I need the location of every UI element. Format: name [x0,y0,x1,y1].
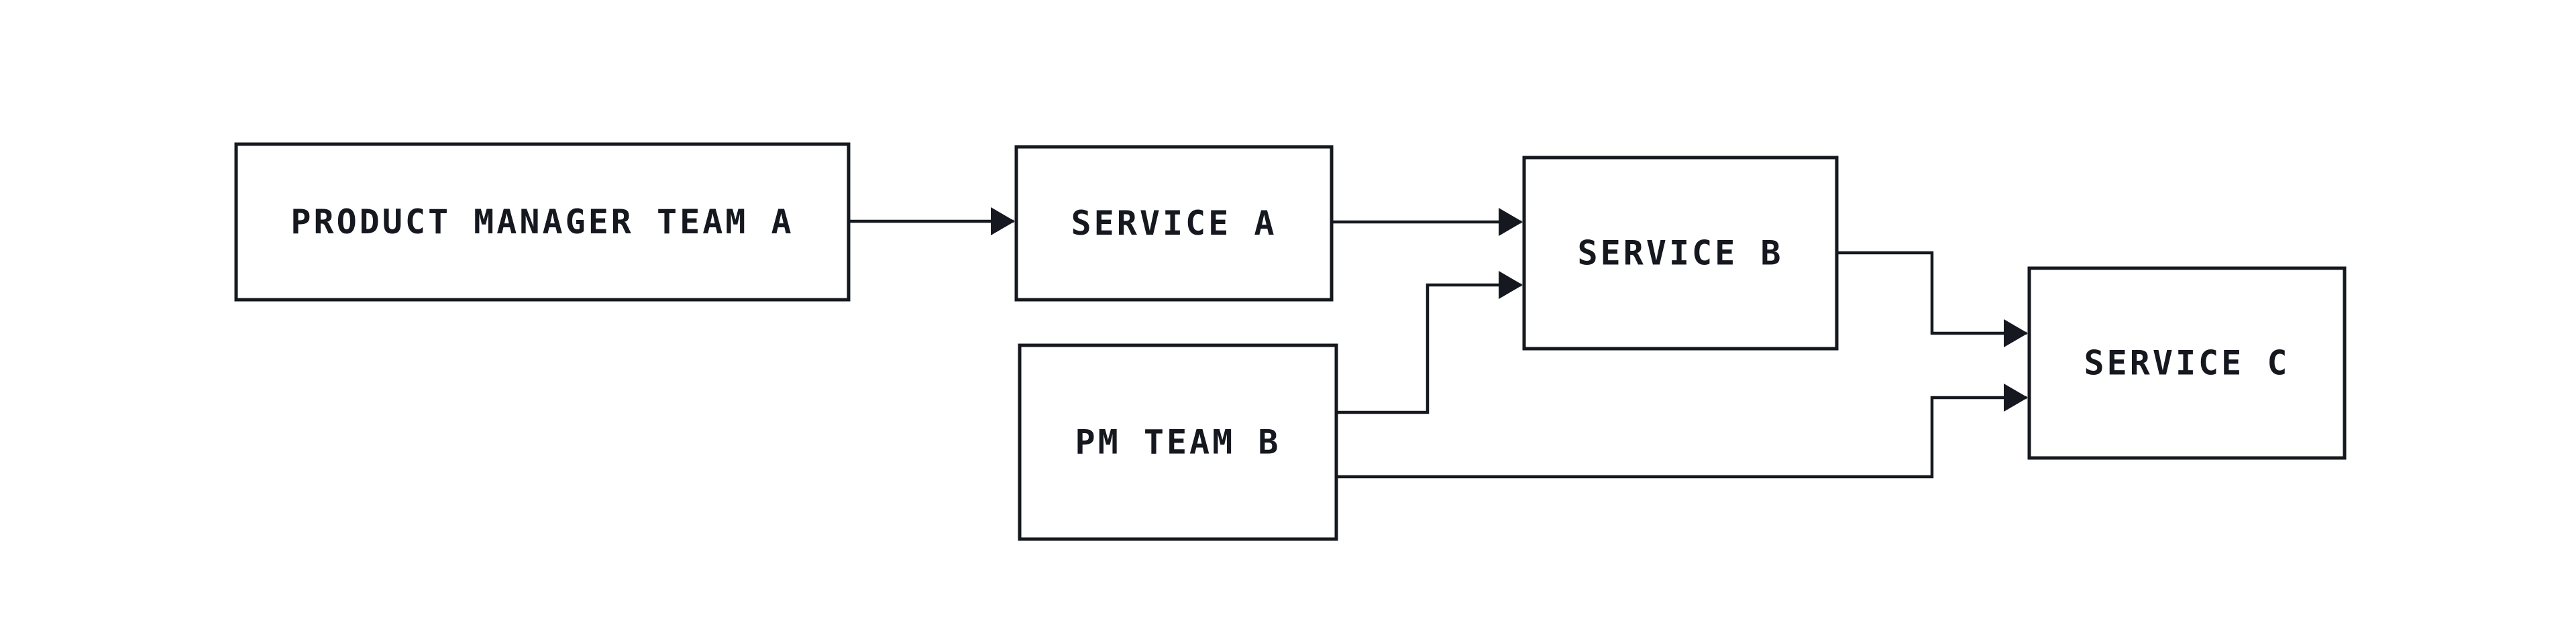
node-pm-team-a: PRODUCT MANAGER TEAM A [234,142,851,302]
node-label-service-a: SERVICE A [1071,204,1277,243]
node-box-service-b [1522,156,1839,351]
edge-pm-team-b-to-service-c [1336,384,2028,479]
node-service-a: SERVICE A [1014,145,1334,302]
node-label-pm-team-b: PM TEAM B [1075,423,1281,462]
edge-pm-team-b-to-service-b [1336,271,1523,414]
node-label-service-c: SERVICE C [2084,344,2290,383]
node-box-pm-team-b [1018,343,1338,541]
node-box-service-c [2027,266,2347,460]
node-label-pm-team-a: PRODUCT MANAGER TEAM A [290,202,794,241]
node-pm-team-b: PM TEAM B [1018,343,1338,541]
node-box-service-a [1014,145,1334,302]
node-service-b: SERVICE B [1522,156,1839,351]
edge-service-b-to-service-c [1837,251,2028,347]
node-service-c: SERVICE C [2027,266,2347,460]
node-label-service-b: SERVICE B [1578,234,1784,273]
node-box-pm-team-a [234,142,851,302]
